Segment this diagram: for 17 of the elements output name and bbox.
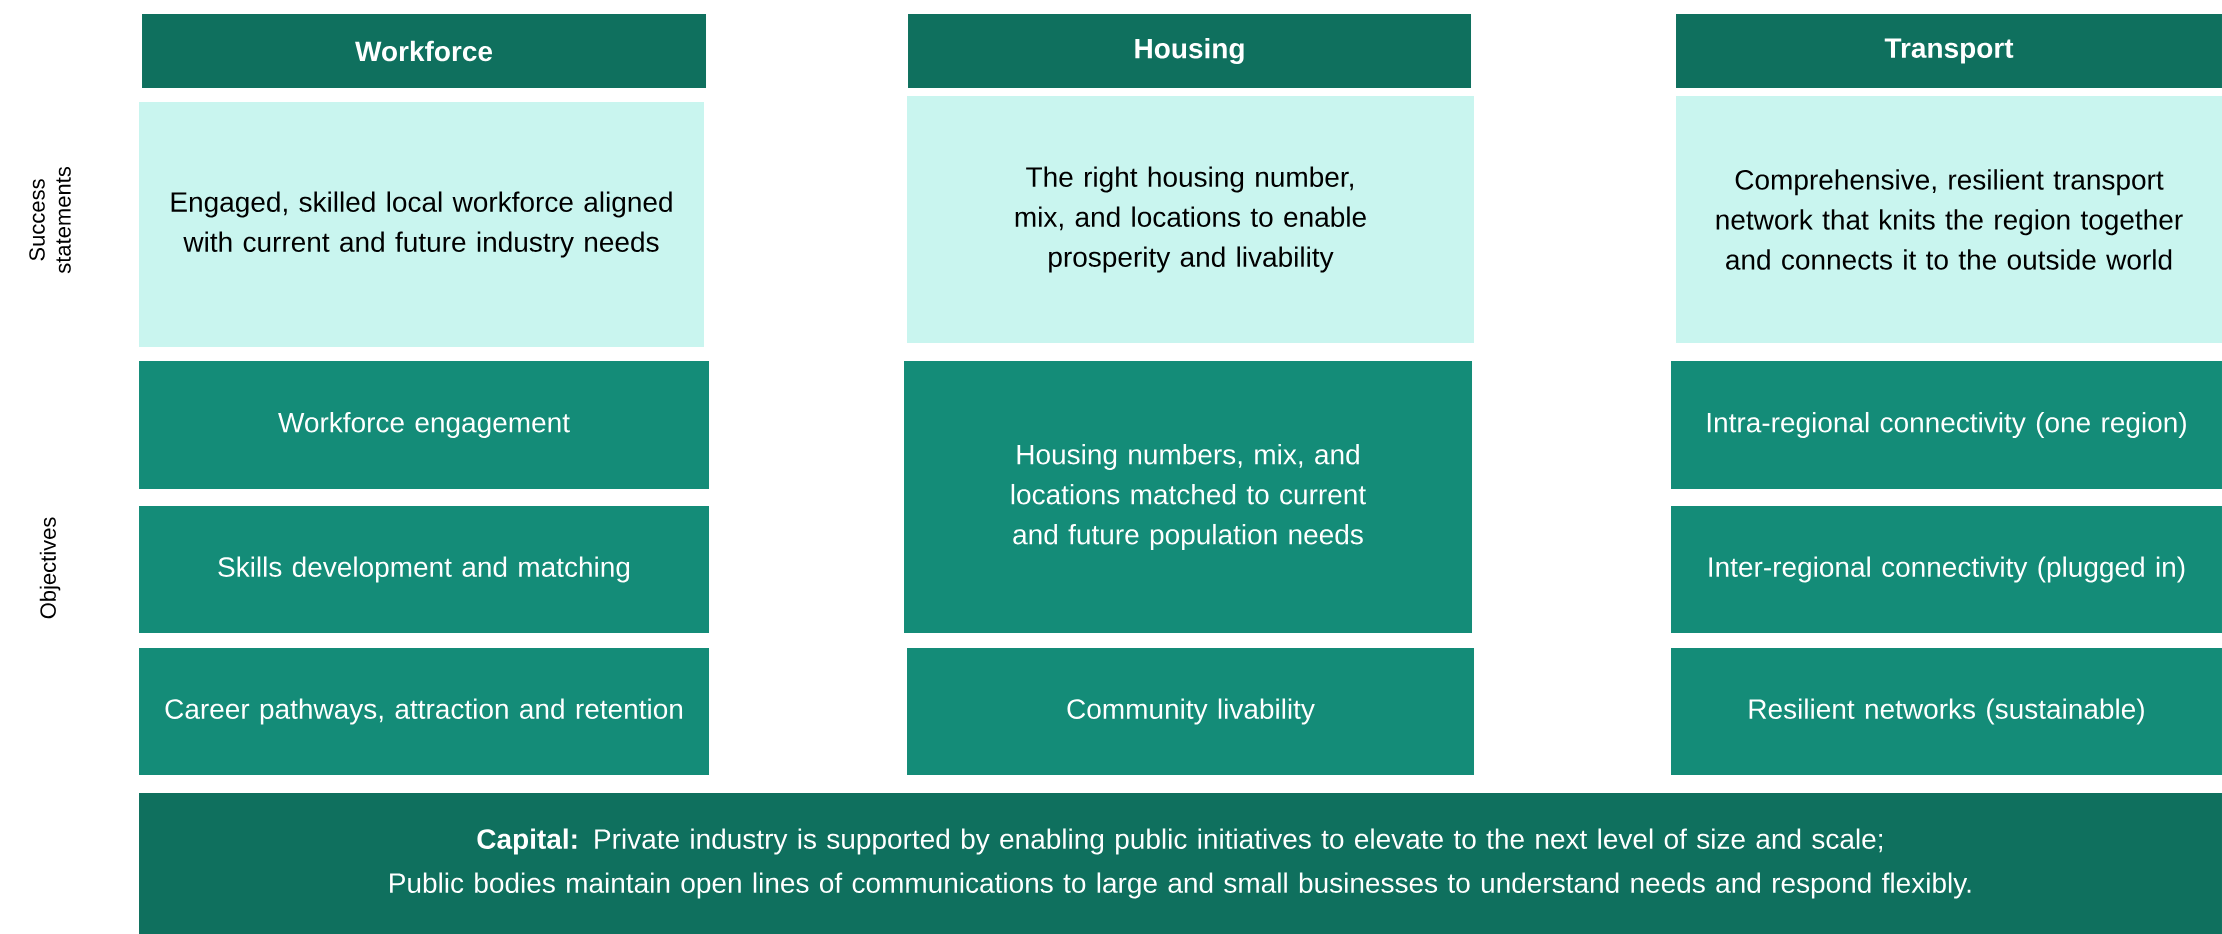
statement-box: Engaged, skilled local workforce aligned with current and future industry needs [139, 102, 704, 347]
header-box: Workforce [142, 14, 706, 88]
header-box: Housing [908, 14, 1471, 88]
row-label: Objectives [39, 517, 61, 619]
capital-banner: Capital: Private industry is supported by enabling public initiatives to elevate to the next level of size and scale; Public bodies maintain open lines of communications to large and small businesses to understand needs and respond flexibly. [139, 793, 2222, 934]
objective-box: Workforce engagement [139, 361, 709, 489]
objective-box: Intra-regional connectivity (one region) [1671, 361, 2222, 489]
row-label: Success statements [29, 167, 71, 274]
objective-box: Housing numbers, mix, and locations matched to current and future population needs [904, 361, 1472, 633]
objective-box: Inter-regional connectivity (plugged in) [1671, 506, 2222, 633]
objective-box: Career pathways, attraction and retention [139, 648, 709, 775]
objective-box: Skills development and matching [139, 506, 709, 633]
objective-box: Community livability [907, 648, 1474, 775]
statement-box: Comprehensive, resilient transport network that knits the region together and connects it to the outside world [1676, 96, 2222, 343]
header-box: Transport [1676, 14, 2222, 88]
statement-box: The right housing number, mix, and locations to enable prosperity and livability [907, 96, 1474, 343]
objective-box: Resilient networks (sustainable) [1671, 648, 2222, 775]
